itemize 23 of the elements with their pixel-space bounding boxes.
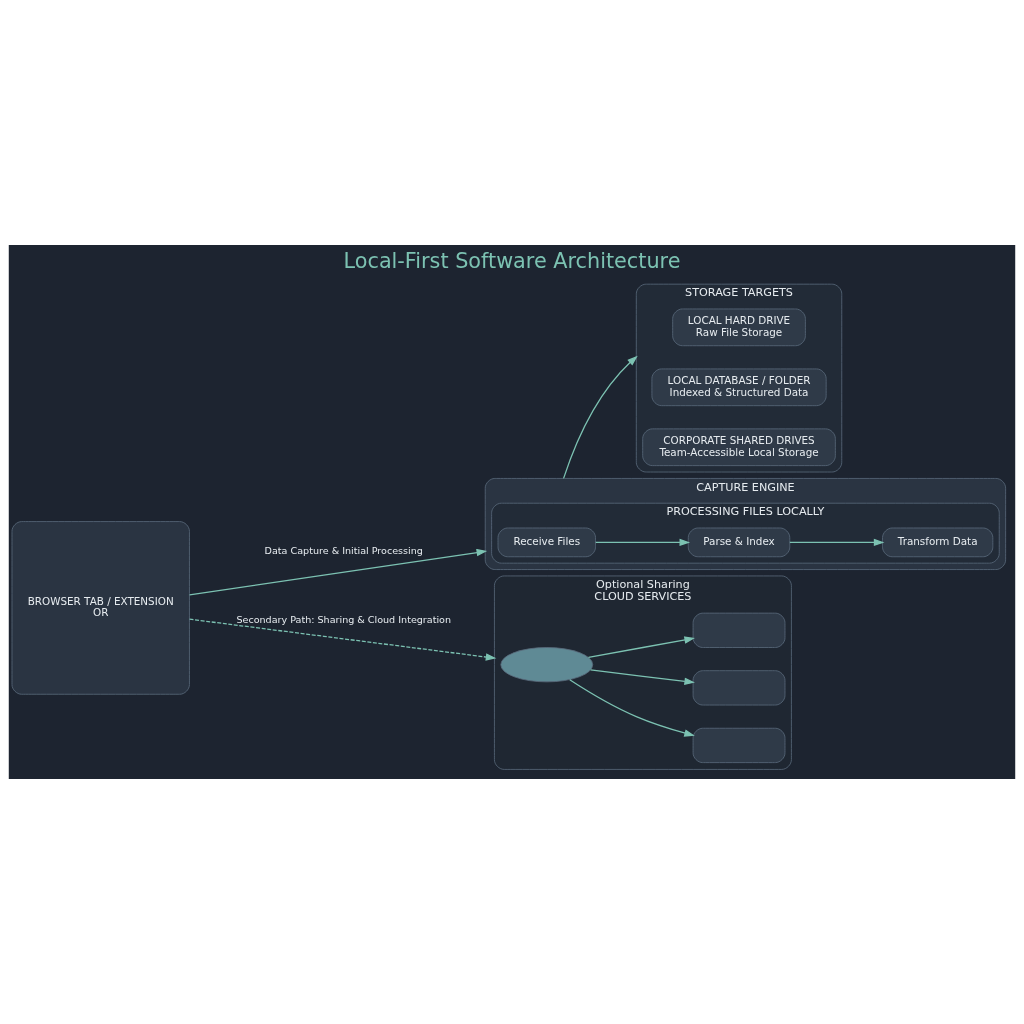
node-box bbox=[692, 670, 786, 706]
arrow bbox=[587, 636, 695, 658]
diagram-title: Local-First Software Architecture bbox=[343, 249, 681, 274]
node-box bbox=[692, 612, 786, 648]
node-box: BROWSER TAB / EXTENSION OR bbox=[11, 521, 190, 695]
node-box: Transform Data bbox=[882, 527, 994, 558]
node-box: Parse & Index bbox=[687, 527, 791, 558]
node-box: LOCAL HARD DRIVE Raw File Storage bbox=[672, 308, 806, 347]
arrow bbox=[595, 538, 691, 547]
arrow bbox=[789, 538, 885, 547]
edge-label: Data Capture & Initial Processing bbox=[264, 545, 423, 557]
node-box: Receive Files bbox=[497, 527, 596, 558]
node-box: CORPORATE SHARED DRIVES Team-Accessible Local Storage bbox=[642, 428, 836, 467]
node-cloud bbox=[500, 647, 594, 683]
arrow bbox=[589, 669, 695, 685]
node-box bbox=[692, 727, 786, 763]
arrow bbox=[188, 548, 488, 596]
cluster: Optional Sharing CLOUD SERVICES bbox=[494, 575, 792, 770]
arrow bbox=[188, 618, 497, 661]
arrow bbox=[569, 679, 695, 737]
edge-label: Secondary Path: Sharing & Cloud Integration bbox=[236, 613, 452, 625]
node-box: LOCAL DATABASE / FOLDER Indexed & Structured Data bbox=[651, 368, 827, 407]
arrow bbox=[562, 355, 638, 480]
